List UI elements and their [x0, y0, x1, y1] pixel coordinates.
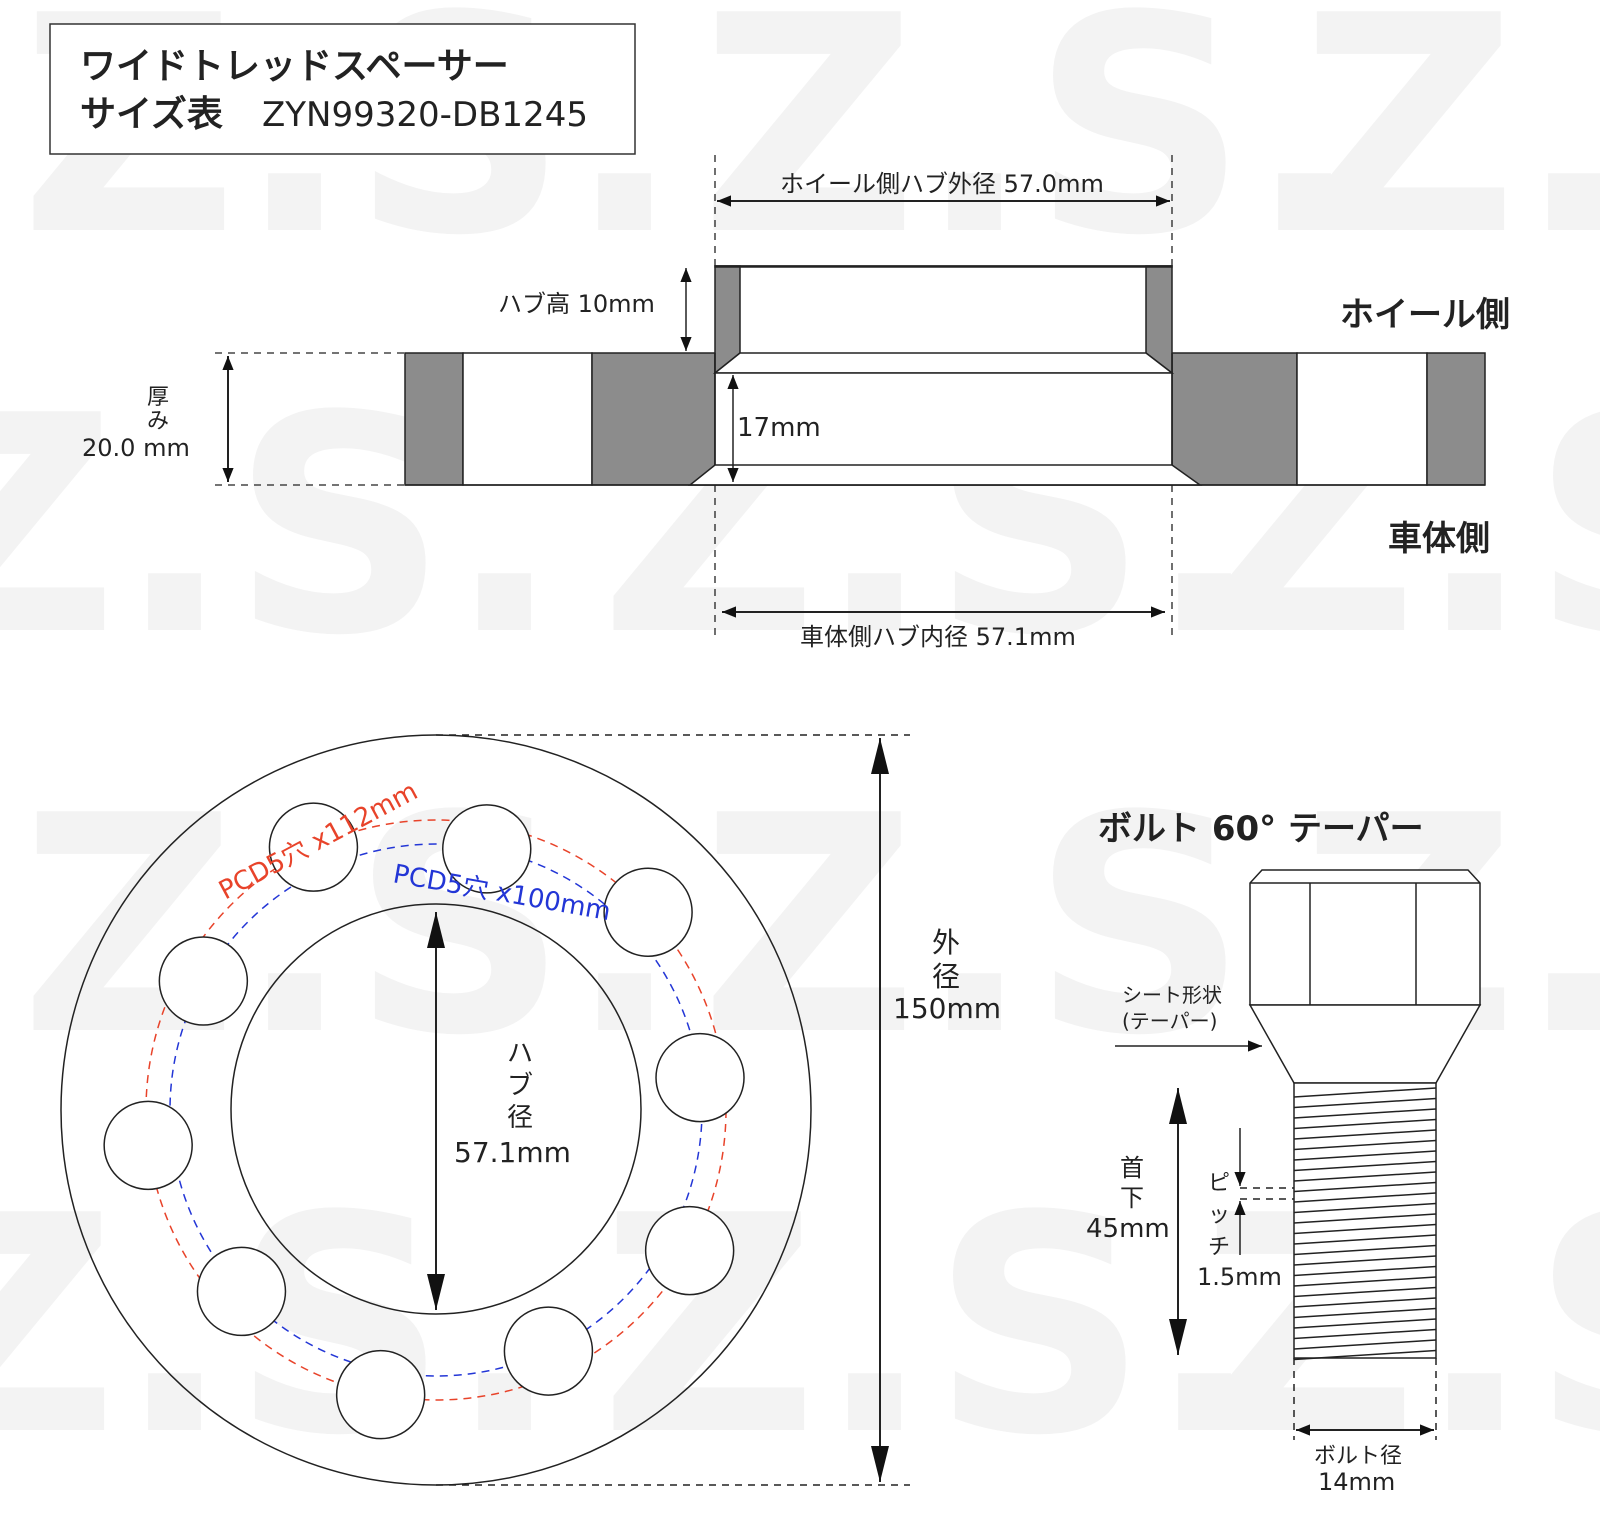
bolt-hole	[442, 804, 532, 894]
thread-line	[1293, 1276, 1437, 1287]
hub-height-label: ハブ高 10mm	[498, 290, 655, 318]
length-label-2: 下	[1120, 1184, 1144, 1212]
bolt-hole	[503, 1306, 594, 1396]
thread-line	[1293, 1139, 1437, 1151]
title-size-table: サイズ表	[80, 93, 223, 135]
thread-line	[1293, 1129, 1437, 1140]
bolt-hole	[603, 867, 693, 957]
thickness-label-1: 厚	[147, 385, 169, 410]
thread-line	[1293, 1097, 1437, 1109]
title-box: ワイドトレッドスペーサー サイズ表 ZYN99320-DB1245	[49, 23, 636, 155]
body-hub-inner-label: 車体側ハブ内径 57.1mm	[800, 623, 1076, 651]
seat-shape-taper: (テーパー)	[1122, 1009, 1217, 1033]
pitch-value: 1.5mm	[1197, 1263, 1282, 1291]
bolt-diameter-label: ボルト径	[1314, 1444, 1402, 1469]
thread-line	[1293, 1307, 1437, 1319]
thread-line	[1293, 1160, 1437, 1172]
hub-bore	[230, 903, 642, 1315]
thread-line	[1293, 1255, 1437, 1266]
watermark-text: Z.S.	[20, 752, 682, 1101]
thickness-label-2: み	[147, 409, 169, 434]
watermark-text: Z.S.	[1300, 0, 1600, 301]
bolt-hole	[335, 1349, 426, 1440]
thread-line	[1293, 1223, 1437, 1235]
hub-diameter-label-2: ブ	[507, 1071, 533, 1101]
pitch-label-1: ピ	[1208, 1171, 1230, 1196]
outer-diameter-value: 150mm	[893, 992, 1001, 1025]
bolt-diameter-value: 14mm	[1318, 1468, 1395, 1496]
bolt-title: ボルト 60° テーパー	[1098, 809, 1424, 849]
thread-line	[1293, 1108, 1437, 1119]
length-label-1: 首	[1120, 1154, 1144, 1182]
body-side-label: 車体側	[1388, 519, 1490, 559]
bolt-holes	[103, 802, 745, 1440]
pitch-label-3: チ	[1208, 1235, 1230, 1260]
thread-line	[1293, 1150, 1437, 1161]
watermark-text: Z.S.	[700, 0, 1362, 301]
title-line1: ワイドトレッドスペーサー	[80, 46, 509, 87]
thread-line	[1293, 1118, 1437, 1130]
inner-depth-label: 17mm	[737, 413, 821, 443]
thread-line	[1293, 1265, 1437, 1277]
front-view	[60, 734, 910, 1486]
thread-line	[1293, 1234, 1437, 1245]
outer-diameter-label-2: 径	[932, 960, 960, 993]
thread-line	[1293, 1202, 1437, 1214]
thread-line	[1293, 1244, 1437, 1256]
thickness-value: 20.0 mm	[82, 434, 190, 462]
bolt-hole	[644, 1205, 735, 1296]
hub-diameter-value: 57.1mm	[454, 1136, 571, 1169]
bolt-hole	[268, 802, 359, 892]
thread-line	[1293, 1328, 1437, 1340]
outer-diameter-label-1: 外	[932, 926, 960, 959]
cross-section	[215, 155, 1486, 640]
thread-line	[1293, 1286, 1437, 1298]
wheel-hub-outer-label: ホイール側ハブ外径 57.0mm	[780, 170, 1104, 198]
thread-line	[1293, 1087, 1437, 1098]
bolt-drawing	[1115, 869, 1482, 1440]
thread-line	[1293, 1297, 1437, 1308]
thread-line	[1293, 1192, 1437, 1203]
bolt-hole	[103, 1100, 193, 1191]
thread-line	[1293, 1339, 1437, 1350]
hub-diameter-label-1: ハ	[507, 1039, 533, 1069]
hub-diameter-label-3: 径	[507, 1103, 533, 1133]
watermark-text: Z.S.	[0, 1152, 562, 1501]
length-value: 45mm	[1086, 1214, 1170, 1244]
thread-line	[1293, 1349, 1437, 1361]
bolt-hole	[158, 936, 249, 1026]
thread-line	[1293, 1213, 1437, 1224]
wheel-side-label: ホイール側	[1340, 295, 1510, 335]
bolt-hole	[655, 1032, 745, 1123]
pitch-label-2: ッ	[1208, 1203, 1230, 1228]
thread-line	[1293, 1171, 1437, 1182]
seat-shape-label: シート形状	[1122, 983, 1222, 1007]
thread-line	[1293, 1181, 1437, 1193]
title-model: ZYN99320-DB1245	[262, 95, 588, 135]
bolt-hole	[196, 1246, 287, 1337]
thread-line	[1293, 1318, 1437, 1329]
watermark-text: Z.S.	[600, 1152, 1262, 1501]
